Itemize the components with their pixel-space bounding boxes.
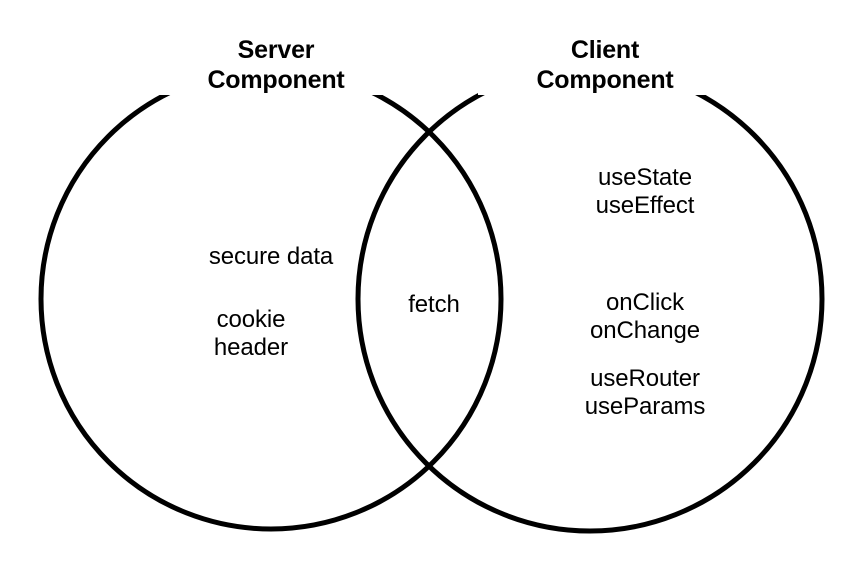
right-circle-item: useParams — [584, 393, 706, 421]
intersection-item-group: fetch — [369, 291, 499, 319]
right-circle-item: useState — [598, 164, 692, 191]
right-circle-title-line-1: Client — [570, 36, 640, 64]
right-circle-item: onChange — [590, 317, 700, 345]
right-circle-item: useRouter — [590, 365, 700, 392]
intersection-item: fetch — [408, 291, 460, 318]
left-circle-title-line-2: Component — [207, 65, 345, 94]
left-circle-item: secure data — [208, 243, 334, 270]
left-circle-item-group: secure data — [126, 243, 416, 271]
left-circle-item: cookie — [216, 306, 286, 333]
right-circle-item: useEffect — [595, 192, 695, 220]
left-circle-title-line-1: Server — [237, 36, 315, 64]
right-circle-item: onClick — [606, 289, 684, 316]
left-circle-item: header — [213, 334, 289, 362]
right-circle-title-line-2: Component — [536, 65, 674, 94]
